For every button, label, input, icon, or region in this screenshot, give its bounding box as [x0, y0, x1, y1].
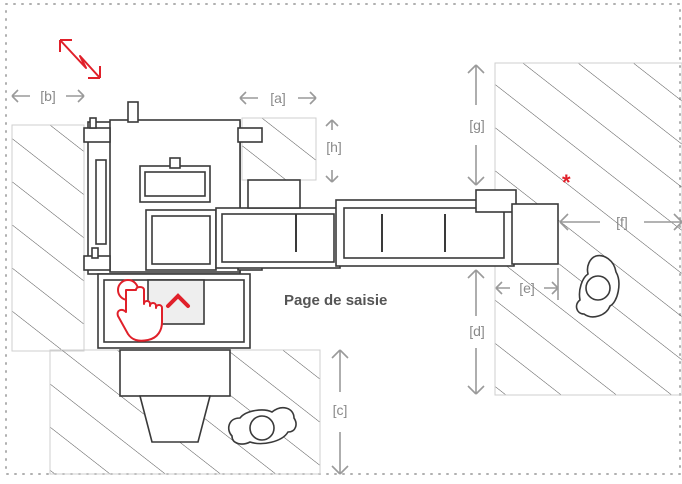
label-h: [h]	[326, 139, 342, 155]
clearance-zone-left	[11, 124, 85, 352]
dotted-frame	[5, 3, 681, 475]
machine-body	[83, 101, 559, 443]
operator-person-icon	[227, 406, 297, 445]
chevron-up-icon	[166, 293, 190, 308]
label-b: [b]	[40, 88, 56, 104]
conveyor-details	[295, 214, 446, 252]
label-a: [a]	[270, 90, 286, 106]
asterisk-marker: *	[562, 170, 571, 195]
touch-hand-icon	[116, 279, 163, 342]
dimension-labels: [b] [a] [h] [g] [f] [e] [d] [c]	[40, 88, 628, 418]
label-f: [f]	[616, 214, 628, 230]
page-label: Page de saisie	[284, 292, 387, 309]
label-c: [c]	[333, 402, 348, 418]
orientation-arrow-icon	[59, 39, 101, 79]
label-e: [e]	[519, 280, 535, 296]
label-d: [d]	[469, 323, 485, 339]
operator-person-icon-right	[575, 254, 620, 318]
dimension-lines	[11, 64, 682, 475]
label-g: [g]	[469, 117, 485, 133]
